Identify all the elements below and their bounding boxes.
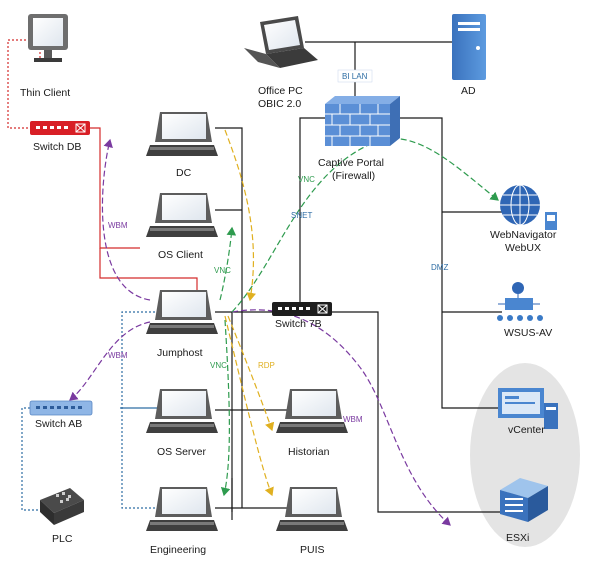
wsus-av-icon	[497, 282, 543, 321]
thin-client-label: Thin Client	[20, 87, 70, 99]
puis-workstation-icon	[276, 487, 348, 531]
web-navigator-label: WebNavigator	[490, 229, 557, 241]
dmz-label: DMZ	[431, 263, 448, 272]
wbm-historian-label: WBM	[343, 415, 363, 424]
ad-label: AD	[461, 85, 476, 97]
laptop-icon	[244, 16, 318, 68]
os-client-label: OS Client	[158, 249, 203, 261]
switch-db-label: Switch DB	[33, 141, 81, 153]
switch-ab-icon	[29, 400, 93, 416]
os-server-workstation-icon	[146, 389, 218, 433]
esxi-host-icon	[500, 478, 548, 522]
office-pc-label: Office PC	[258, 85, 303, 97]
engineering-label: Engineering	[150, 544, 206, 556]
engineering-workstation-icon	[146, 487, 218, 531]
os-client-workstation-icon	[146, 193, 218, 237]
vcenter-icon	[498, 388, 558, 429]
captive-portal-label: Captive Portal	[318, 157, 384, 169]
vnc-os-client-label: VNC	[214, 266, 231, 275]
vcenter-label: vCenter	[508, 424, 545, 436]
dc-label: DC	[176, 167, 192, 179]
switch-7b-icon	[272, 302, 332, 316]
snet-label: SNET	[291, 211, 312, 220]
office-pc-sublabel: OBIC 2.0	[258, 98, 301, 110]
jumphost-workstation-icon	[146, 290, 218, 334]
ad-server-icon	[452, 14, 486, 80]
firewall-icon	[325, 96, 400, 146]
switch-ab-label: Switch AB	[35, 418, 82, 430]
rdp-label: RDP	[258, 361, 275, 370]
esxi-label: ESXi	[506, 532, 529, 544]
web-navigator-globe-icon	[500, 184, 557, 230]
captive-portal-sublabel: (Firewall)	[332, 170, 375, 182]
puis-label: PUIS	[300, 544, 325, 556]
plc-icon	[40, 488, 84, 525]
plc-label: PLC	[52, 533, 73, 545]
vnc-firewall-label: VNC	[298, 175, 315, 184]
bi-lan-label: BI LAN	[342, 72, 368, 81]
wbm-switch-ab-label: WBM	[108, 351, 128, 360]
dc-workstation-icon	[146, 112, 218, 156]
network-links	[7, 39, 502, 520]
switch-7b-label: Switch 7B	[275, 318, 322, 330]
node-labels: Thin Client Switch DB Office PC OBIC 2.0…	[20, 85, 557, 556]
vnc-os-server-label: VNC	[210, 361, 227, 370]
web-navigator-sublabel: WebUX	[505, 242, 541, 254]
os-server-label: OS Server	[157, 446, 207, 458]
jumphost-label: Jumphost	[157, 347, 203, 359]
link-labels: BI LAN DMZ SNET VNC VNC VNC WBM WBM WBM …	[108, 69, 448, 424]
historian-label: Historian	[288, 446, 330, 458]
wbm-switch-db-label: WBM	[108, 221, 128, 230]
thin-client-monitor-icon	[28, 14, 68, 62]
switch-db-icon	[30, 121, 90, 135]
wsus-av-label: WSUS-AV	[504, 327, 552, 339]
historian-workstation-icon	[276, 389, 348, 433]
